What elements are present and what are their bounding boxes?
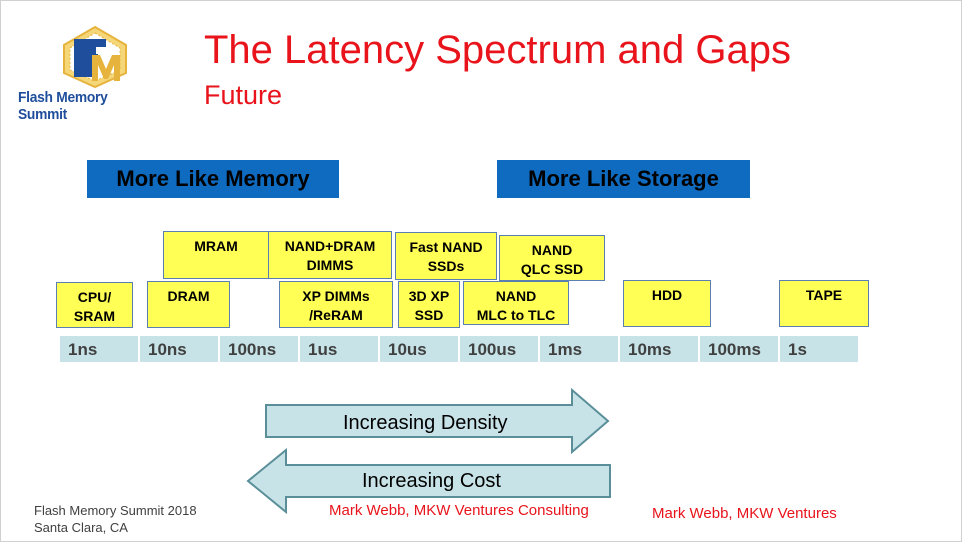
more-like-storage-banner: More Like Storage (497, 160, 750, 198)
tech-box-xp-dimms-reram: XP DIMMs /ReRAM (279, 281, 393, 328)
tech-label: DIMMS (306, 257, 354, 273)
slide-subtitle: Future (204, 80, 283, 110)
tech-box-nand-mlc-tlc: NAND MLC to TLC (463, 281, 569, 325)
tech-label: 3D XP (408, 288, 450, 304)
author-credit-secondary: Mark Webb, MKW Ventures (652, 505, 837, 522)
tech-label: SSDs (427, 258, 465, 274)
scale-tick: 1ns (60, 336, 138, 362)
scale-tick: 1s (780, 336, 858, 362)
footer-event-name: Flash Memory Summit 2018 (34, 503, 197, 518)
tech-box-hdd: HDD (623, 280, 711, 327)
tech-label: NAND (531, 242, 573, 258)
scale-tick: 1ms (540, 336, 618, 362)
density-arrow-icon (265, 388, 610, 454)
more-like-memory-banner: More Like Memory (87, 160, 339, 198)
cost-arrow-label: Increasing Cost (362, 470, 501, 492)
tech-box-cpu-sram: CPU/ SRAM (56, 282, 133, 328)
scale-tick: 10ns (140, 336, 218, 362)
scale-tick: 10us (380, 336, 458, 362)
tech-box-fast-nand-ssds: Fast NAND SSDs (395, 232, 497, 280)
logo-text: Flash Memory Summit (18, 89, 108, 123)
latency-scale: 1ns 10ns 100ns 1us 10us 100us 1ms 10ms 1… (60, 336, 858, 362)
tech-label: Fast NAND (409, 239, 483, 255)
author-credit: Mark Webb, MKW Ventures Consulting (329, 502, 589, 519)
tech-box-dram: DRAM (147, 281, 230, 328)
tech-label: SSD (414, 307, 444, 323)
tech-label: QLC SSD (520, 261, 584, 277)
tech-box-3d-xp-ssd: 3D XP SSD (398, 281, 460, 328)
scale-tick: 100ns (220, 336, 298, 362)
scale-tick: 100ms (700, 336, 778, 362)
tech-label: XP DIMMs (302, 288, 370, 304)
tech-label: NAND+DRAM (284, 238, 376, 254)
tech-box-nand-qlc-ssd: NAND QLC SSD (499, 235, 605, 281)
tech-label: MRAM (194, 238, 238, 254)
tech-box-tape: TAPE (779, 280, 869, 327)
slide-title: The Latency Spectrum and Gaps (204, 28, 791, 72)
tech-label: TAPE (805, 287, 843, 303)
scale-tick: 100us (460, 336, 538, 362)
tech-label: NAND (495, 288, 537, 304)
scale-tick: 1us (300, 336, 378, 362)
flash-memory-summit-logo: Flash Memory Summit (18, 25, 168, 123)
density-arrow-label: Increasing Density (343, 412, 508, 434)
tech-label: CPU/ (77, 289, 112, 305)
tech-label: HDD (651, 287, 683, 303)
tech-label: /ReRAM (309, 307, 363, 323)
tech-label: MLC to TLC (476, 307, 556, 323)
tech-box-nand-dram-dimms: NAND+DRAM DIMMS (268, 231, 392, 279)
tech-label: DRAM (167, 288, 210, 304)
tech-label: SRAM (73, 308, 116, 324)
fms-logo-icon (63, 25, 127, 89)
tech-box-mram: MRAM (163, 231, 269, 279)
scale-tick: 10ms (620, 336, 698, 362)
cost-arrow-icon (246, 448, 611, 514)
footer-event-location: Santa Clara, CA (34, 520, 128, 535)
footer-event-info: Flash Memory Summit 2018 Santa Clara, CA (34, 502, 197, 536)
